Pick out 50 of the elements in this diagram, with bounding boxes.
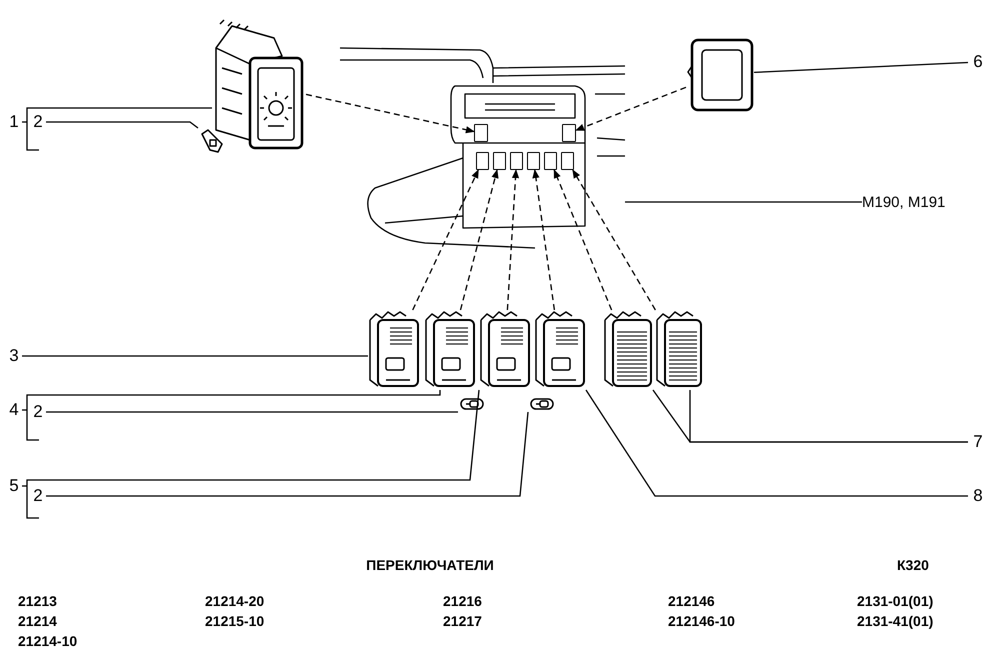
model-number: 21216 xyxy=(443,593,482,609)
switch-slot xyxy=(476,152,489,170)
dashed-arrow xyxy=(532,169,556,310)
callout-number: 5 xyxy=(6,476,22,496)
leader-line xyxy=(21,107,213,151)
leader-line xyxy=(22,355,368,357)
code-label: К320 xyxy=(897,557,929,573)
dashed-arrow xyxy=(412,169,479,310)
switch-slot xyxy=(510,152,523,170)
leader-line xyxy=(625,201,862,203)
dashed-arrow xyxy=(506,169,520,310)
switch-slot xyxy=(493,152,506,170)
switch-slot xyxy=(527,152,540,170)
dashed-arrow xyxy=(460,169,499,310)
switch-slot xyxy=(474,124,488,142)
title: ПЕРЕКЛЮЧАТЕЛИ xyxy=(365,557,495,573)
callout-number: 8 xyxy=(968,486,988,506)
dashed-arrow xyxy=(306,94,475,134)
model-number: 21213 xyxy=(18,593,57,609)
callout-number: 7 xyxy=(968,432,988,452)
leader-line xyxy=(754,62,968,74)
leader-line xyxy=(46,412,529,497)
model-number: 2131-41(01) xyxy=(857,613,934,629)
model-number: 212146 xyxy=(668,593,715,609)
dashed-arrow xyxy=(554,169,612,310)
callout-number: 1 xyxy=(6,112,22,132)
leader-line xyxy=(21,389,480,519)
model-number: 212146-10 xyxy=(668,613,735,629)
leader-line xyxy=(21,389,441,441)
callout-number: 4 xyxy=(6,400,22,420)
part-number-label: M190, M191 xyxy=(862,192,982,212)
leader-line xyxy=(46,121,198,129)
model-number: 21214-20 xyxy=(205,593,264,609)
dashed-arrow xyxy=(575,86,686,131)
model-number: 21217 xyxy=(443,613,482,629)
callout-number: 2 xyxy=(30,112,46,132)
leader-line xyxy=(585,390,968,497)
switch-slot xyxy=(561,152,574,170)
model-number: 21214 xyxy=(18,613,57,629)
switch-slot xyxy=(562,124,576,142)
callout-number: 3 xyxy=(6,346,22,366)
switch-slot xyxy=(544,152,557,170)
leader-line xyxy=(46,411,458,413)
model-number: 2131-01(01) xyxy=(857,593,934,609)
callout-number: 2 xyxy=(30,486,46,506)
dashed-arrow xyxy=(572,169,656,310)
model-number: 21215-10 xyxy=(205,613,264,629)
callout-number: 2 xyxy=(30,402,46,422)
model-number: 21214-10 xyxy=(18,633,78,649)
callout-number: 6 xyxy=(968,52,988,72)
